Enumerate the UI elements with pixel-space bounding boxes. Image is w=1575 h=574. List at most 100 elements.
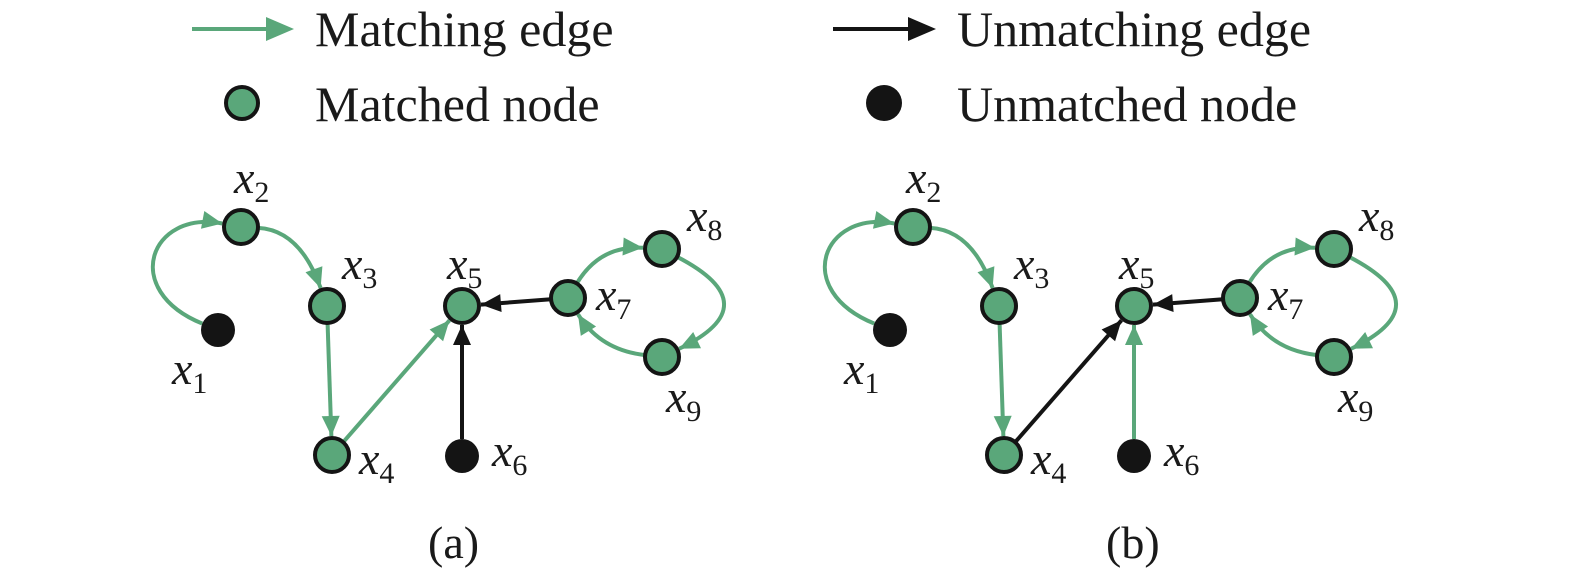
node-x8: [1315, 230, 1353, 268]
edge-x8-x9-arrowhead: [1351, 332, 1373, 349]
edge-x9-x7-arrowhead: [578, 314, 597, 336]
node-label-x4: x4: [1030, 433, 1066, 490]
node-label-x7: x7: [595, 269, 631, 326]
node-x4: [985, 436, 1023, 474]
node-label-subscript: 4: [1051, 457, 1066, 490]
node-label-letter: x: [843, 343, 865, 394]
node-x5: [1115, 287, 1153, 325]
node-label-x8: x8: [1358, 190, 1394, 247]
legend-matched-node-label: Matched node: [315, 76, 600, 132]
edge-x9-x7-arrowhead: [1250, 314, 1269, 336]
edge-x1-x2: [822, 220, 895, 326]
node-x8: [643, 230, 681, 268]
node-x3: [980, 287, 1018, 325]
node-label-letter: x: [1337, 371, 1359, 422]
node-label-x1: x1: [171, 343, 207, 400]
node-label-subscript: 3: [1034, 262, 1049, 295]
node-x3: [308, 287, 346, 325]
node-label-letter: x: [595, 269, 617, 320]
node-label-x2: x2: [233, 152, 269, 209]
edge-x2-x3-arrowhead: [305, 266, 323, 289]
node-label-letter: x: [1163, 425, 1185, 476]
edge-x7-x8-arrowhead: [1294, 237, 1315, 256]
legend-unmatched-node-circle: [866, 85, 902, 121]
edge-x6-x5-arrowhead: [1125, 325, 1143, 345]
node-label-x9: x9: [1337, 371, 1373, 428]
node-label-x5: x5: [446, 238, 482, 295]
node-label-subscript: 3: [362, 262, 377, 295]
edges-group: [822, 211, 1398, 444]
node-label-subscript: 2: [254, 176, 269, 209]
legend-unmatching-edge-label: Unmatching edge: [957, 1, 1311, 57]
edge-x8-x9: [676, 255, 726, 351]
edge-x8-x9-arrowhead: [679, 332, 701, 349]
edge-x4-x5: [341, 319, 452, 444]
legend-matched-node: Matched node: [224, 76, 600, 132]
legend-matching-edge: Matching edge: [192, 1, 614, 57]
node-label-subscript: 6: [1184, 449, 1199, 482]
edge-x6-x5-arrowhead: [453, 325, 471, 345]
node-label-letter: x: [1358, 190, 1380, 241]
node-label-subscript: 8: [1379, 214, 1394, 247]
node-x2: [222, 208, 260, 246]
node-x9: [1315, 338, 1353, 376]
node-label-letter: x: [446, 238, 468, 289]
edge-x2-x3-arrowhead: [977, 266, 995, 289]
legend-unmatched-node: Unmatched node: [866, 76, 1297, 132]
edge-x7-x8-arrowhead: [622, 237, 643, 256]
node-label-letter: x: [491, 425, 513, 476]
node-x2: [894, 208, 932, 246]
legend-unmatched-node-label: Unmatched node: [957, 76, 1297, 132]
legend-unmatching-edge-arrowhead: [908, 17, 936, 41]
node-label-letter: x: [1118, 238, 1140, 289]
node-label-x4: x4: [358, 433, 394, 490]
edge-x7-x5-arrowhead: [1152, 294, 1174, 312]
node-x9: [643, 338, 681, 376]
node-label-letter: x: [1030, 433, 1052, 484]
node-label-letter: x: [1013, 238, 1035, 289]
node-label-subscript: 1: [192, 367, 207, 400]
node-label-x9: x9: [665, 371, 701, 428]
node-label-subscript: 9: [1358, 395, 1373, 428]
node-label-letter: x: [233, 152, 255, 203]
node-label-subscript: 7: [1288, 293, 1303, 326]
node-label-subscript: 8: [707, 214, 722, 247]
node-label-subscript: 5: [467, 262, 482, 295]
edge-x1-x2-arrowhead: [201, 211, 223, 229]
node-label-letter: x: [686, 190, 708, 241]
node-label-x5: x5: [1118, 238, 1154, 295]
panel-caption-a: (a): [428, 517, 479, 568]
node-label-letter: x: [1267, 269, 1289, 320]
node-label-x6: x6: [491, 425, 527, 482]
panels: x1x2x3x4x5x6x7x8x9(a)x1x2x3x4x5x6x7x8x9(…: [150, 152, 1398, 568]
node-label-subscript: 2: [926, 176, 941, 209]
node-label-subscript: 6: [512, 449, 527, 482]
edge-x9-x7: [1248, 313, 1318, 358]
node-x7: [1221, 279, 1259, 317]
node-label-x2: x2: [905, 152, 941, 209]
node-x1: [873, 313, 907, 347]
node-label-letter: x: [341, 238, 363, 289]
node-label-x3: x3: [341, 238, 377, 295]
node-x7: [549, 279, 587, 317]
node-label-letter: x: [905, 152, 927, 203]
edges-group: [150, 211, 726, 444]
edge-x1-x2: [150, 220, 223, 326]
panel-caption-b: (b): [1106, 517, 1160, 568]
edge-x4-x5-arrowhead: [429, 320, 450, 342]
node-label-letter: x: [171, 343, 193, 394]
legend-unmatching-edge: Unmatching edge: [833, 1, 1311, 57]
node-label-subscript: 5: [1139, 262, 1154, 295]
node-label-subscript: 7: [616, 293, 631, 326]
edge-x4-x5: [1013, 319, 1124, 444]
edge-x7-x5-arrowhead: [480, 294, 502, 312]
node-label-subscript: 4: [379, 457, 394, 490]
node-label-x8: x8: [686, 190, 722, 247]
node-label-subscript: 1: [864, 367, 879, 400]
node-x4: [313, 436, 351, 474]
